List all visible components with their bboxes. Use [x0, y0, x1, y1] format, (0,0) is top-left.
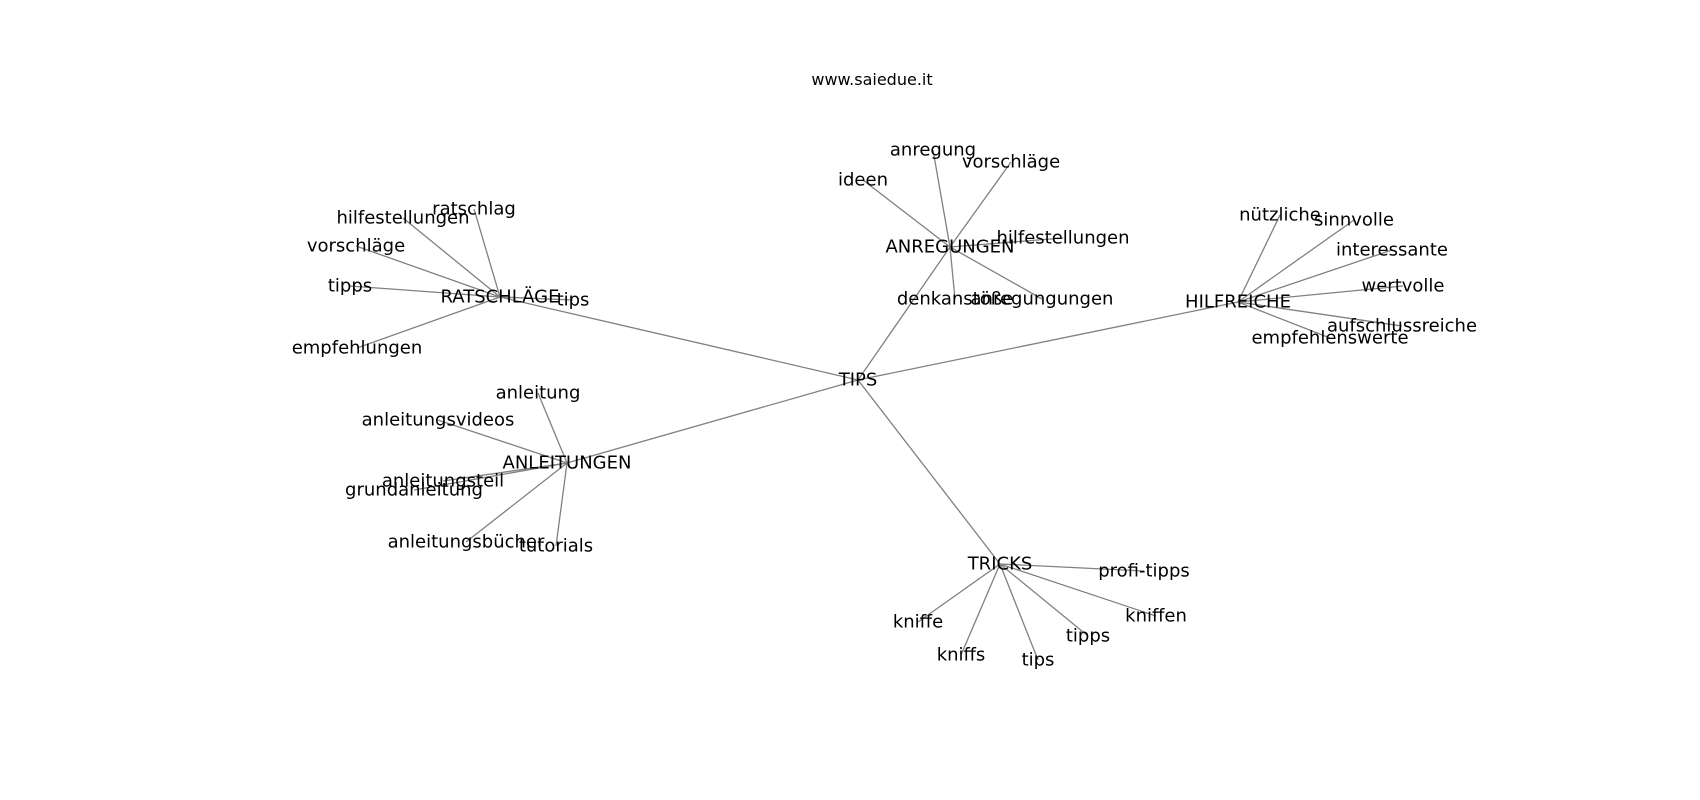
node-leaf: kniffe: [893, 612, 943, 633]
node-leaf: vorschläge: [307, 236, 405, 257]
node-leaf: tutorials: [519, 536, 593, 557]
node-hub-anregungen: ANREGUNGEN: [885, 237, 1014, 258]
node-leaf: anregungungen: [971, 289, 1114, 310]
edge-anleitungen-leaf: [555, 462, 568, 547]
edge-hilfreiche-leaf: [1237, 219, 1355, 303]
node-leaf: anregung: [890, 140, 976, 161]
node-hub-hilfreiche: HILFREICHE: [1185, 292, 1291, 313]
graph-labels: TIPSRATSCHLÄGEratschlaghilfestellungenvo…: [292, 140, 1477, 671]
edge-tricks-leaf: [999, 563, 1039, 661]
edge-ratschlaege-leaf: [473, 208, 501, 298]
edge-ratschlaege-leaf: [355, 245, 501, 298]
edge-ratschlaege-leaf: [356, 296, 501, 349]
node-leaf: vorschläge: [962, 152, 1060, 173]
node-hub-anleitungen: ANLEITUNGEN: [503, 453, 632, 474]
node-leaf: empfehlungen: [292, 338, 423, 359]
edge-ratschlaege-leaf: [349, 285, 501, 298]
node-leaf: hilfestellungen: [996, 228, 1129, 249]
node-leaf: anleitung: [496, 383, 581, 404]
edge-ratschlaege-leaf: [402, 217, 501, 298]
edge-anleitungen-leaf: [537, 392, 568, 464]
edge-tricks-leaf: [999, 563, 1145, 572]
edge-anregungen-leaf: [932, 149, 951, 248]
edge-center-ratschlaege: [499, 296, 859, 381]
edge-anregungen-leaf: [949, 237, 1064, 248]
node-leaf: denkanstöße: [897, 289, 1013, 310]
node-leaf: interessante: [1336, 240, 1448, 261]
edge-center-anleitungen: [566, 379, 859, 464]
node-leaf: ideen: [838, 170, 888, 191]
site-url: www.saiedue.it: [811, 70, 933, 89]
edge-ratschlaege-leaf: [499, 296, 574, 301]
edge-tricks-leaf: [917, 563, 1001, 623]
edge-anregungen-leaf: [949, 246, 1043, 300]
node-leaf: anleitungsvideos: [362, 410, 515, 431]
node-leaf: profi-tipps: [1098, 561, 1190, 582]
edge-anleitungen-leaf: [465, 462, 568, 543]
node-leaf: tips: [1022, 650, 1055, 671]
node-leaf: sinnvolle: [1314, 210, 1394, 231]
node-leaf: wertvolle: [1362, 276, 1445, 297]
node-leaf: nützliche: [1239, 205, 1321, 226]
edge-anleitungen-leaf: [437, 419, 568, 464]
node-leaf: anleitungsbücher: [388, 532, 545, 553]
edge-hilfreiche-leaf: [1237, 214, 1281, 303]
edge-hilfreiche-leaf: [1237, 301, 1331, 339]
node-leaf: kniffen: [1125, 606, 1187, 627]
node-leaf: ratschlag: [432, 199, 516, 220]
edge-center-hilfreiche: [857, 301, 1239, 381]
node-leaf: anleitungsteil: [382, 471, 504, 492]
edge-anleitungen-leaf: [413, 462, 568, 491]
edge-anregungen-leaf: [949, 161, 1012, 248]
edge-hilfreiche-leaf: [1237, 285, 1404, 303]
node-leaf: empfehlenswerte: [1251, 328, 1408, 349]
edge-tricks-leaf: [999, 563, 1157, 617]
edge-anregungen-leaf: [862, 179, 951, 248]
edge-hilfreiche-leaf: [1237, 301, 1403, 327]
node-hub-ratschlaege: RATSCHLÄGE: [441, 287, 560, 308]
node-leaf: grundanleitung: [345, 480, 483, 501]
edge-tricks-leaf: [999, 563, 1089, 637]
edge-tricks-leaf: [960, 563, 1001, 656]
node-leaf: tipps: [328, 276, 372, 297]
node-leaf: tips: [557, 290, 590, 311]
node-leaf: tipps: [1066, 626, 1110, 647]
edge-center-tricks: [857, 379, 1001, 565]
graph-edges: [349, 149, 1404, 661]
node-leaf: hilfestellungen: [336, 208, 469, 229]
edge-center-anregungen: [857, 246, 951, 381]
node-leaf: aufschlussreiche: [1327, 316, 1477, 337]
node-center: TIPS: [838, 370, 878, 391]
node-leaf: kniffs: [937, 645, 986, 666]
edge-anregungen-leaf: [949, 246, 956, 300]
edge-hilfreiche-leaf: [1237, 249, 1393, 303]
node-hub-tricks: TRICKS: [967, 554, 1033, 575]
